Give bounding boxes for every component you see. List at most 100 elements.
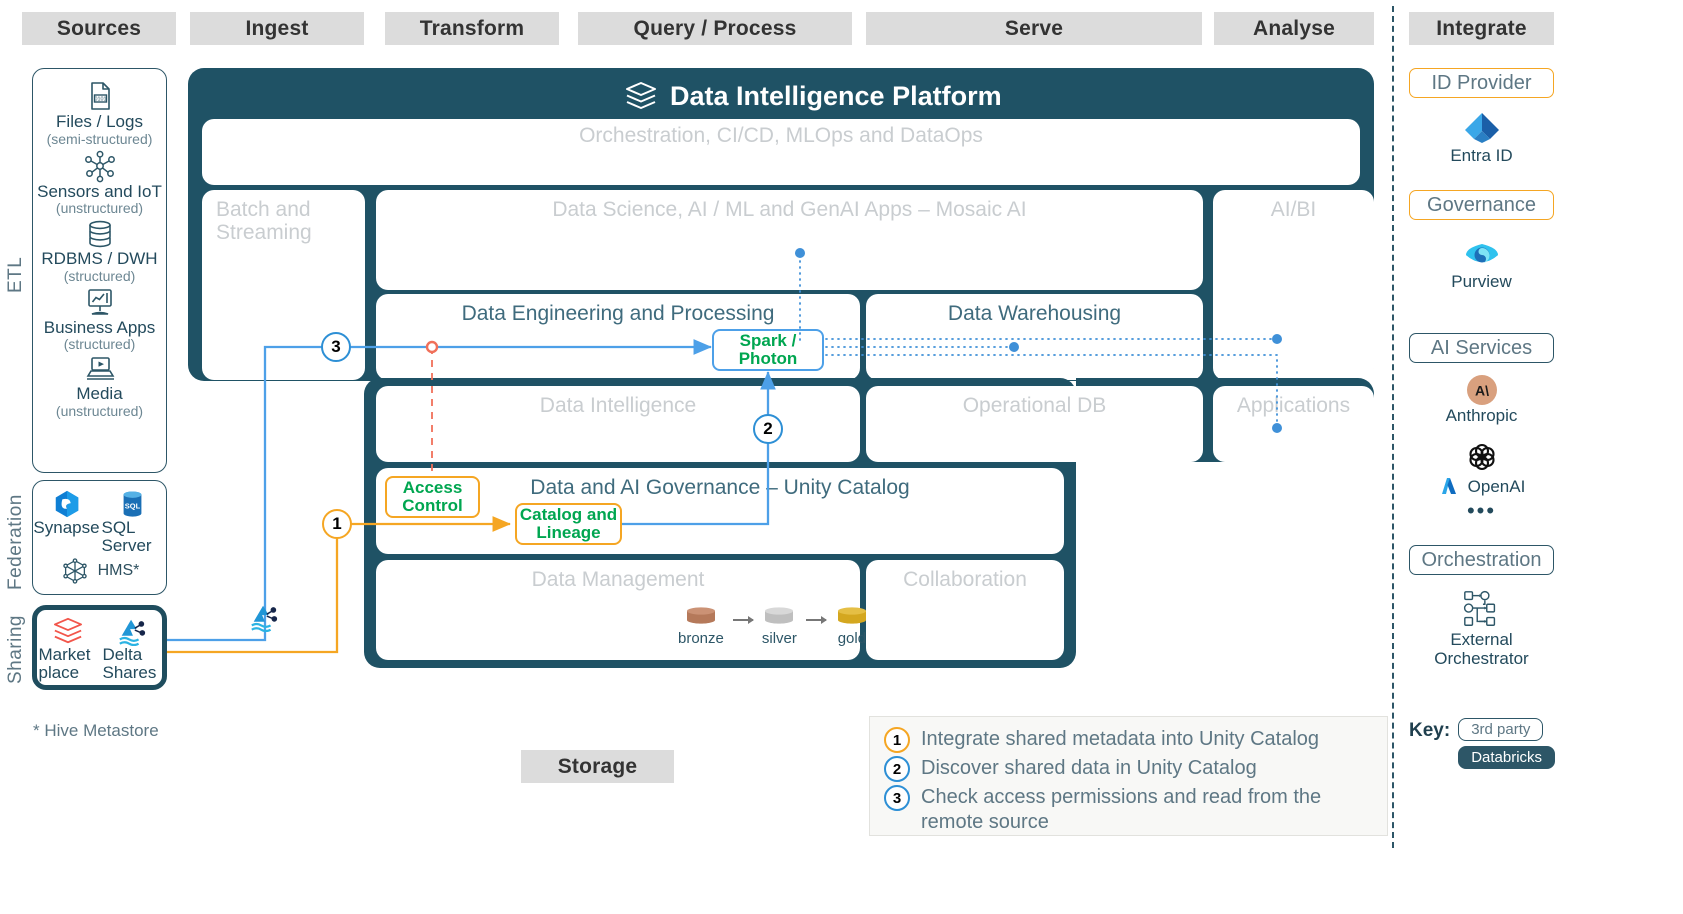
source-item-sensors-iot[interactable]: Sensors and IoT (unstructured) (33, 149, 166, 217)
section-title: ID Provider (1431, 71, 1532, 94)
source-name: Synapse (33, 518, 100, 537)
box-label: Data Warehousing (947, 302, 1122, 325)
source-sub: (structured) (63, 336, 136, 353)
source-name: Media (76, 384, 123, 404)
source-item-rdbms-dwh[interactable]: RDBMS / DWH (structured) (33, 218, 166, 284)
openai-icon (1468, 443, 1495, 471)
tab-query-process[interactable]: Query / Process (578, 12, 852, 45)
source-sub: (semi-structured) (46, 130, 153, 147)
more-icon: ••• (1466, 498, 1497, 523)
legend-text: Integrate shared metadata into Unity Cat… (921, 728, 1320, 750)
source-item-delta-shares[interactable]: Delta Shares (103, 616, 161, 681)
step-badge-3[interactable]: 3 (321, 332, 351, 362)
item-label: Entra ID (1450, 146, 1513, 165)
catalog-and-lineage-chip[interactable]: Catalog and Lineage (515, 503, 622, 545)
database-icon (88, 220, 111, 248)
rail-etl: ETL (4, 240, 28, 310)
tab-label: Integrate (1436, 16, 1527, 40)
delta-sharing-icon (118, 619, 145, 646)
medallion-architecture: bronze silver gold (678, 605, 869, 647)
media-icon (86, 357, 114, 381)
chip-label: Catalog and Lineage (519, 504, 618, 542)
integrate-item-openai[interactable]: OpenAI ••• (1409, 440, 1554, 522)
source-item-synapse[interactable]: Synapse (33, 489, 100, 554)
orchestration-label: Orchestration, CI/CD, MLOps and DataOps (579, 124, 983, 147)
tab-label: Transform (419, 16, 525, 40)
box-label: Operational DB (962, 394, 1107, 417)
tab-storage[interactable]: Storage (521, 750, 674, 783)
source-sub: (unstructured) (55, 402, 144, 419)
rail-label: Sharing (5, 615, 26, 685)
integrate-item-purview[interactable]: Purview (1409, 238, 1554, 291)
tab-sources[interactable]: Sources (22, 12, 176, 45)
legend-badge-3: 3 (884, 785, 910, 811)
box-label: Data Engineering and Processing (461, 302, 775, 325)
databricks-marketplace-icon (53, 617, 82, 644)
hive-metastore-icon (62, 558, 87, 584)
integrate-item-external-orchestrator[interactable]: External Orchestrator (1409, 588, 1554, 668)
box-label: Batch and Streaming (216, 198, 312, 244)
orchestration-box[interactable]: Orchestration, CI/CD, MLOps and DataOps (202, 119, 1360, 185)
integrate-item-anthropic[interactable]: A\ Anthropic (1409, 374, 1554, 425)
source-name: Files / Logs (56, 112, 143, 131)
step-badge-2[interactable]: 2 (753, 414, 783, 444)
ai-bi-box[interactable]: AI/BI (1213, 190, 1374, 380)
databricks-logo-icon (626, 82, 656, 109)
box-label: Data Science, AI / ML and GenAI Apps – M… (552, 198, 1027, 221)
key-tag-databricks: Databricks (1458, 746, 1556, 769)
azure-synapse-icon (55, 490, 78, 518)
delta-sharing-wire-icon (251, 605, 278, 632)
operational-db-box[interactable]: Operational DB (866, 386, 1203, 462)
integrate-section-ai-services[interactable]: AI Services (1409, 333, 1554, 363)
item-label: Purview (1451, 272, 1512, 291)
data-science-box[interactable]: Data Science, AI / ML and GenAI Apps – M… (376, 190, 1203, 290)
integrate-item-entra-id[interactable]: Entra ID (1409, 110, 1554, 165)
box-label: Data Management (531, 568, 705, 591)
badge-number: 3 (331, 337, 341, 356)
chip-label: Spark / Photon (738, 330, 798, 368)
source-item-files-logs[interactable]: 0101 Files / Logs (semi-structured) (33, 79, 166, 147)
source-item-media[interactable]: Media (unstructured) (33, 354, 166, 419)
tab-label: Serve (1004, 16, 1064, 40)
legend-row: 3 Check access permissions and read from… (884, 785, 1373, 835)
source-item-hms[interactable]: HMS* (60, 556, 139, 586)
rail-sharing: Sharing (4, 605, 28, 695)
integrate-section-id-provider[interactable]: ID Provider (1409, 68, 1554, 98)
source-item-sql-server[interactable]: SQL SQL Server (102, 489, 164, 554)
access-control-chip[interactable]: Access Control (385, 476, 480, 518)
tab-label: Ingest (245, 16, 309, 40)
tab-ingest[interactable]: Ingest (190, 12, 364, 45)
tab-analyse[interactable]: Analyse (1214, 12, 1374, 45)
source-item-marketplace[interactable]: Market place (39, 616, 97, 681)
tab-serve[interactable]: Serve (866, 12, 1202, 45)
tab-integrate[interactable]: Integrate (1409, 12, 1554, 45)
tab-label: Analyse (1253, 16, 1335, 40)
sources-sharing-card[interactable]: Market place Delta Shares (32, 605, 167, 690)
spark-photon-chip[interactable]: Spark / Photon (712, 329, 824, 371)
legend-badge-2: 2 (884, 756, 910, 782)
business-apps-icon (87, 288, 112, 315)
source-name: Business Apps (43, 317, 156, 337)
step-badge-1[interactable]: 1 (322, 509, 352, 539)
data-warehousing-box[interactable]: Data Warehousing (866, 294, 1203, 380)
sources-etl-card[interactable]: 0101 Files / Logs (semi-structured) Sens… (32, 68, 167, 473)
integrate-section-orchestration[interactable]: Orchestration (1409, 545, 1554, 575)
legend-text: Discover shared data in Unity Catalog (921, 757, 1257, 779)
integrate-section-governance[interactable]: Governance (1409, 190, 1554, 220)
azure-openai-icon (1441, 478, 1456, 494)
tab-transform[interactable]: Transform (385, 12, 559, 45)
data-intelligence-box[interactable]: Data Intelligence (376, 386, 860, 462)
collaboration-box[interactable]: Collaboration (866, 560, 1064, 660)
rail-label: Federation (5, 494, 26, 590)
legend-row: 1 Integrate shared metadata into Unity C… (884, 727, 1373, 753)
svg-text:0101: 0101 (94, 97, 106, 103)
legend-badge-number: 2 (892, 760, 902, 778)
sources-federation-card[interactable]: Synapse SQL SQL Server (32, 480, 167, 595)
applications-box[interactable]: Applications (1213, 386, 1374, 462)
source-item-business-apps[interactable]: Business Apps (structured) (33, 286, 166, 353)
medallion-arrow (732, 616, 754, 624)
svg-text:A\: A\ (1475, 383, 1489, 399)
source-sub: (structured) (63, 267, 136, 284)
integrate-divider (1392, 6, 1394, 848)
gold-layer-icon (837, 607, 866, 624)
